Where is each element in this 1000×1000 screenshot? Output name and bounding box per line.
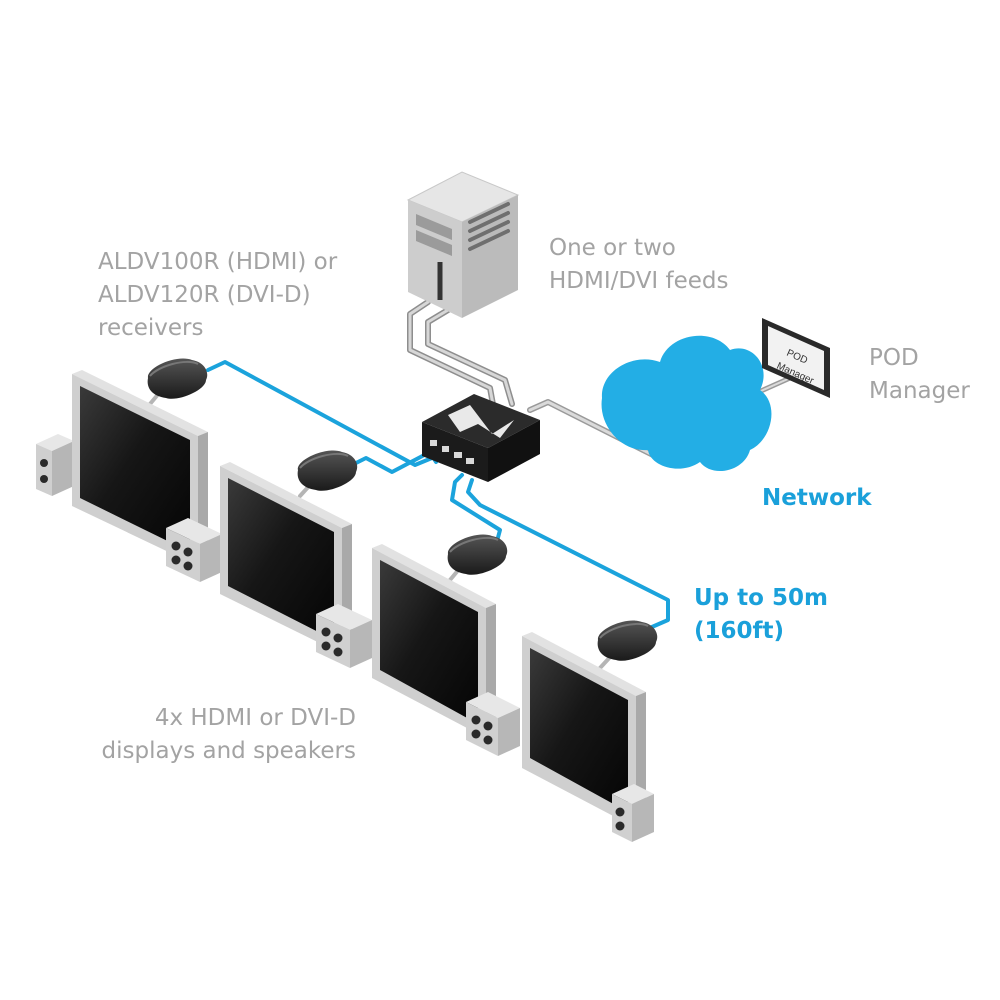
- displays-label: 4x HDMI or DVI-D displays and speakers: [88, 702, 356, 768]
- receiver-icon: [597, 620, 658, 661]
- display-icon: [220, 462, 352, 654]
- server-tower-icon: [406, 171, 520, 318]
- receiver-2: [297, 450, 358, 491]
- displays-label-line1: 4x HDMI or DVI-D: [154, 705, 356, 731]
- receivers-label-line1: ALDV100R (HDMI) or: [98, 249, 338, 275]
- display-3: [372, 544, 520, 756]
- receiver-3-cable: [450, 473, 502, 547]
- speaker-icon: [612, 784, 654, 842]
- receiver-3: [447, 534, 508, 575]
- distance-label: Up to 50m (160ft): [694, 582, 828, 648]
- speaker-icon: [466, 692, 520, 756]
- receivers-label-line2: ALDV120R (DVI-D): [98, 282, 311, 308]
- speaker-icon: [316, 604, 372, 668]
- receiver-icon: [447, 534, 508, 575]
- receiver-4: [597, 620, 658, 661]
- feeds-label-line2: HDMI/DVI feeds: [549, 268, 729, 294]
- feeds-label-line1: One or two: [549, 235, 676, 261]
- speaker-icon: [36, 434, 74, 496]
- network-label-text: Network: [762, 485, 872, 511]
- display-2: [220, 462, 372, 668]
- receiver-1: [147, 358, 208, 399]
- pod-label-line2: Manager: [869, 378, 970, 404]
- speaker-icon: [166, 518, 222, 582]
- receiver-icon: [297, 450, 358, 491]
- display-icon: [72, 370, 208, 566]
- cloud-icon: [601, 335, 772, 472]
- distance-label-line1: Up to 50m: [694, 585, 828, 611]
- receiver-icon: [147, 358, 208, 399]
- cables: [148, 299, 793, 670]
- displays-label-line2: displays and speakers: [101, 738, 356, 764]
- receiver-4-cable: [466, 478, 670, 632]
- pod-label: POD Manager: [869, 342, 970, 408]
- pod-manager-screen-icon: POD Manager: [762, 318, 830, 398]
- pod-label-line1: POD: [869, 345, 919, 371]
- display-4: [522, 632, 654, 842]
- transmitter-hub-icon: [422, 394, 540, 482]
- display-icon: [372, 544, 496, 738]
- receivers-label-line3: receivers: [98, 315, 204, 341]
- feeds-label: One or two HDMI/DVI feeds: [549, 232, 729, 298]
- distance-label-line2: (160ft): [694, 618, 785, 644]
- server-hdmi-cable: [407, 299, 515, 413]
- display-1: [36, 370, 222, 582]
- receiver-1-cable: [206, 360, 434, 467]
- network-label: Network: [762, 482, 872, 515]
- receivers-label: ALDV100R (HDMI) or ALDV120R (DVI-D) rece…: [98, 246, 337, 345]
